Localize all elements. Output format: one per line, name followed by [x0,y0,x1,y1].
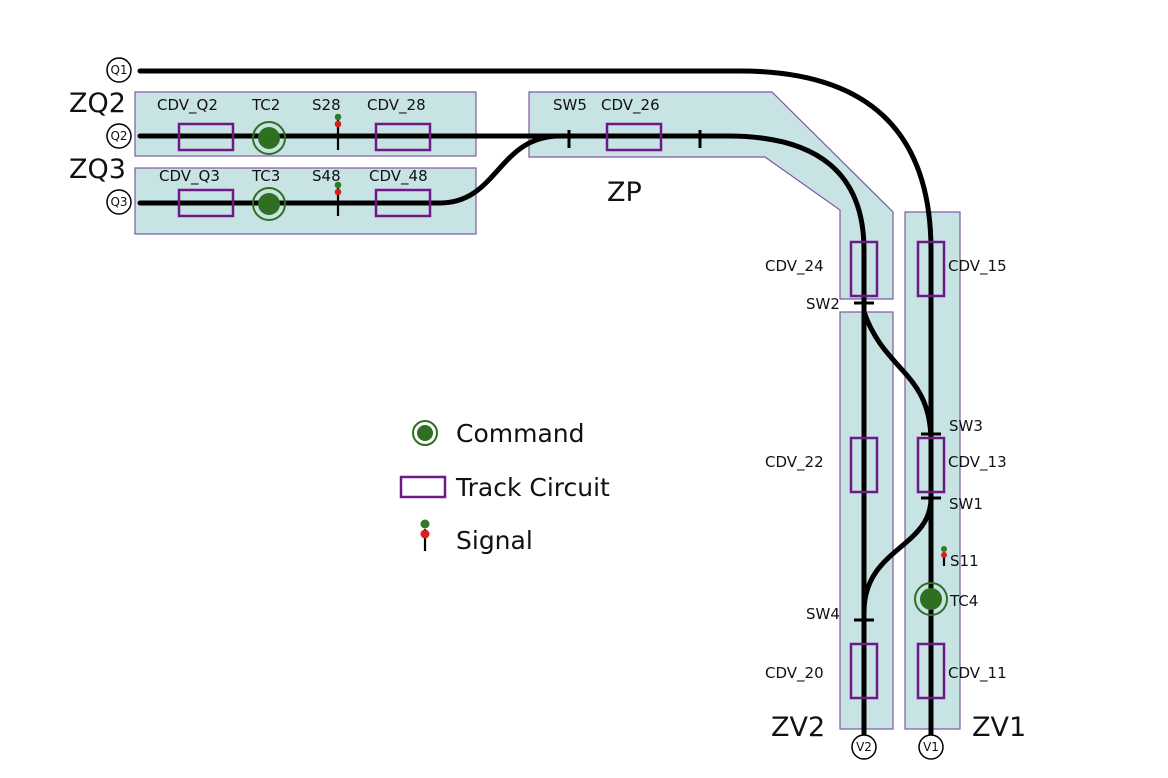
switch-sw3-label: SW3 [949,417,983,435]
track-q2-to-v2 [137,133,867,748]
legend-track-circuit-icon [399,475,447,499]
track-circuit-cdv-20 [849,642,879,700]
signal-s28[interactable] [334,113,342,150]
terminal-q3-circle [106,189,132,215]
command-tc2[interactable] [252,121,286,155]
legend-command-icon-ring [412,420,438,446]
terminal-q3-label: Q3 [110,195,127,209]
legend-signal-item: Signal [420,519,533,555]
terminal-v2-label: V2 [856,740,872,754]
zone-zp-label: ZP [607,177,642,208]
track-circuit-cdv-48-label: CDV_48 [369,167,428,186]
zone-zv2-label: ZV2 [771,712,825,743]
legend-command-label: Command [456,419,585,448]
command-tc2-label: TC2 [251,96,280,114]
tracks [137,68,934,748]
zone-zq2-label: ZQ2 [69,88,126,119]
track-circuit-cdv-q3-label: CDV_Q3 [159,167,220,186]
zone-zp-area [528,91,894,300]
track-circuit-cdv-q2-label: CDV_Q2 [157,96,218,115]
signal-s11[interactable] [941,546,947,566]
zones [134,91,961,730]
track-circuit-cdv-q2 [177,122,235,152]
command-tc4[interactable] [914,582,948,616]
signal-s48-red-lamp [334,188,342,196]
terminal-q1-label: Q1 [110,63,127,77]
track-circuit-cdv-15-label: CDV_15 [948,257,1007,276]
terminal-v1-circle [918,734,944,760]
switch-sw5-label: SW5 [553,96,587,114]
track-circuit-cdv-22-label: CDV_22 [765,453,824,472]
joint-ticks [567,130,941,622]
terminal-v2-circle [851,734,877,760]
signal-s48[interactable] [334,181,342,216]
track-circuit-cdv-48 [374,188,432,218]
signal-s48-green-lamp [334,181,342,189]
switch-sw1-label: SW1 [949,495,983,513]
track-circuit-cdv-26-label: CDV_26 [601,96,660,115]
track-circuit-cdv-26 [605,122,663,152]
command-tc3-dot [258,193,280,215]
command-tc2-ring [252,121,286,155]
track-q3-branch [137,133,563,206]
switch-sw4-label: SW4 [806,605,840,623]
track-circuit-cdv-11-label: CDV_11 [948,664,1007,683]
legend-track-circuit-item: Track Circuit [399,473,610,502]
track-circuit-cdv-20-label: CDV_20 [765,664,824,683]
track-circuit-cdv-24-label: CDV_24 [765,257,824,276]
legend-command-icon-dot [417,425,433,441]
zone-zq3-label: ZQ3 [69,154,126,185]
command-tc4-dot [920,588,942,610]
legend-signal-label: Signal [456,526,533,555]
terminal-q1-circle [106,57,132,83]
track-circuit-cdv-q3 [177,188,235,218]
commands [252,121,948,616]
track-crossover-sw1-sw4 [861,495,934,615]
command-tc4-ring [914,582,948,616]
legend-command-item: Command [412,419,585,448]
legend-track-circuit-label: Track Circuit [455,473,610,502]
switch-sw2-label: SW2 [806,295,840,313]
signal-s11-label: S11 [950,552,979,570]
track-circuit-cdv-13 [916,436,946,494]
track-circuit-cdv-13-label: CDV_13 [948,453,1007,472]
terminal-q2-label: Q2 [110,129,127,143]
command-tc4-label: TC4 [949,592,978,610]
command-tc3-label: TC3 [251,167,280,185]
track-circuits [177,122,946,700]
track-circuit-cdv-24 [849,240,879,298]
legend-signal-icon-green-lamp [420,519,430,529]
track-circuit-cdv-15 [916,240,946,298]
track-circuit-cdv-11 [916,642,946,700]
signal-s11-green-lamp [941,546,947,552]
element-labels: CDV_Q2 TC2 S28 CDV_28 CDV_Q3 TC3 S48 CDV… [157,96,1007,683]
signals [334,113,947,566]
command-tc3-ring [252,187,286,221]
terminal-q2-circle [106,123,132,149]
track-q1-to-v1 [137,68,934,748]
terminals: Q1 Q2 Q3 V2 V1 [106,57,944,760]
track-circuit-cdv-22 [849,436,879,494]
track-crossover-sw2-sw3 [861,309,934,443]
legend: Command Track Circuit Signal [399,419,610,555]
signal-s11-red-lamp [941,552,947,558]
command-tc2-dot [258,127,280,149]
zone-zv1-label: ZV1 [972,712,1026,743]
zone-labels: ZQ2 ZQ3 ZP ZV2 ZV1 [69,88,1026,743]
legend-signal-icon-red-lamp [420,529,430,539]
terminal-v1-label: V1 [923,740,939,754]
signal-s28-red-lamp [334,120,342,128]
track-circuit-cdv-28-label: CDV_28 [367,96,426,115]
signal-s48-label: S48 [312,167,341,185]
signal-s28-green-lamp [334,113,342,121]
command-tc3[interactable] [252,187,286,221]
signal-s28-label: S28 [312,96,341,114]
track-circuit-cdv-28 [374,122,432,152]
